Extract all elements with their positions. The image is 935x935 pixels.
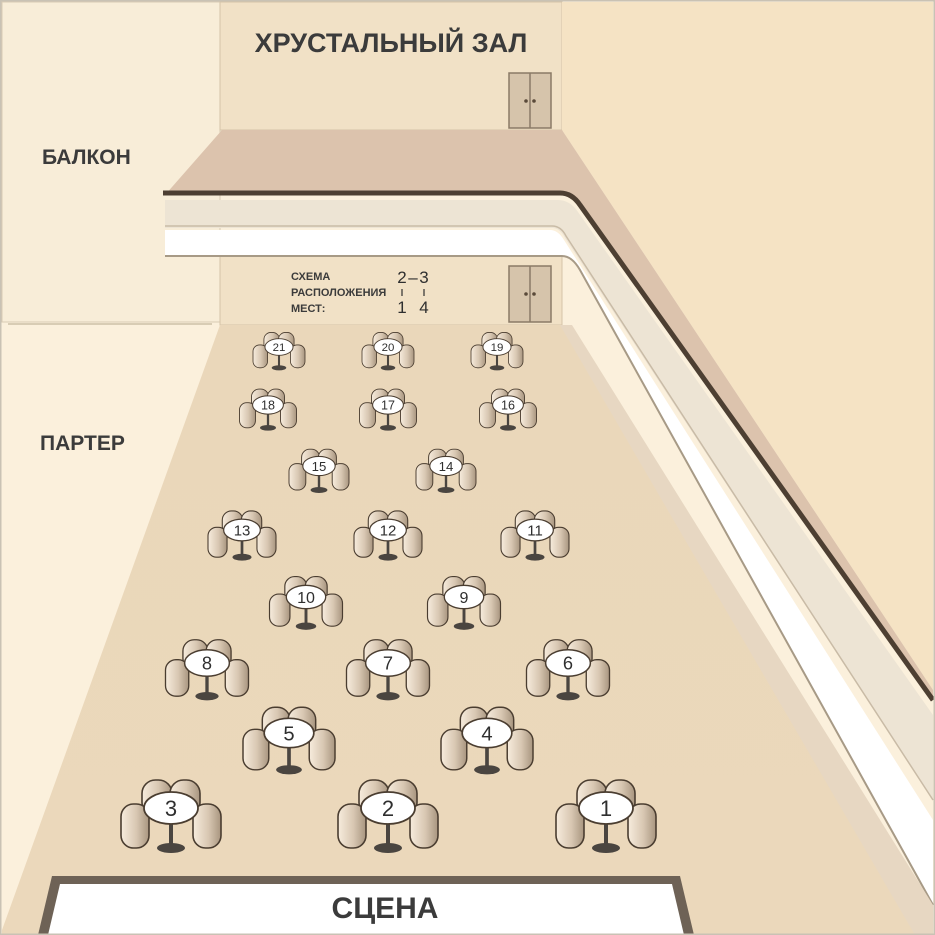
legend-seat-1: 1	[397, 298, 406, 317]
stage: СЦЕНА	[38, 876, 694, 935]
table-set-1[interactable]: 1	[555, 779, 657, 853]
table-number: 1	[600, 796, 612, 821]
left-upper-wall	[1, 1, 221, 323]
table-set-20[interactable]: 20	[361, 332, 415, 371]
table-set-17[interactable]: 17	[359, 388, 417, 431]
table-number: 3	[165, 796, 177, 821]
table-set-8[interactable]: 8	[164, 639, 250, 701]
table-set-18[interactable]: 18	[239, 388, 297, 431]
back-wall-lower	[219, 254, 563, 326]
table-set-15[interactable]: 15	[288, 448, 350, 493]
table-set-9[interactable]: 9	[426, 575, 502, 630]
table-number: 8	[202, 653, 212, 674]
table-set-10[interactable]: 10	[268, 575, 344, 630]
table-set-21[interactable]: 21	[252, 332, 306, 371]
table-set-3[interactable]: 3	[120, 779, 222, 853]
table-number: 19	[491, 342, 504, 354]
table-set-6[interactable]: 6	[525, 639, 611, 701]
right-floor-edge	[560, 325, 933, 935]
right-wall	[562, 2, 933, 690]
balcony-face-edge	[165, 225, 934, 801]
legend-line-1: СХЕМА	[291, 271, 330, 283]
balcony-railing	[163, 190, 935, 702]
table-number: 16	[501, 399, 515, 413]
table-number: 2	[382, 796, 394, 821]
table-number: 4	[481, 723, 492, 745]
hall-title: ХРУСТАЛЬНЫЙ ЗАЛ	[255, 27, 528, 58]
table-set-11[interactable]: 11	[500, 510, 570, 561]
balcony-deck	[165, 130, 933, 700]
seat-layout-legend: СХЕМА РАСПОЛОЖЕНИЯ МЕСТ: 2 – 3 1 4	[291, 268, 429, 317]
stage-label: СЦЕНА	[332, 892, 439, 925]
table-set-7[interactable]: 7	[345, 639, 431, 701]
table-number: 21	[273, 342, 286, 354]
table-set-19[interactable]: 19	[470, 332, 524, 371]
legend-line-3: МЕСТ:	[291, 303, 325, 315]
table-number: 14	[439, 459, 454, 474]
parterre-floor	[2, 325, 930, 935]
legend-line-2: РАСПОЛОЖЕНИЯ	[291, 287, 386, 299]
table-number: 12	[380, 522, 397, 539]
legend-seat-4: 4	[419, 298, 428, 317]
table-set-2[interactable]: 2	[337, 779, 439, 853]
table-set-16[interactable]: 16	[479, 388, 537, 431]
table-set-13[interactable]: 13	[207, 510, 277, 561]
table-set-12[interactable]: 12	[353, 510, 423, 561]
balcony-label: БАЛКОН	[42, 146, 131, 169]
double-door-icon[interactable]	[508, 72, 552, 129]
table-number: 11	[527, 522, 543, 539]
double-door-icon[interactable]	[508, 265, 552, 323]
table-number: 7	[383, 653, 393, 674]
table-set-5[interactable]: 5	[242, 706, 336, 775]
balcony-face	[165, 200, 933, 800]
table-number: 9	[460, 589, 469, 607]
balcony-underside-edge	[165, 255, 934, 906]
table-number: 13	[234, 522, 251, 539]
table-number: 17	[381, 399, 395, 413]
legend-seat-2: 2	[397, 268, 406, 287]
table-set-4[interactable]: 4	[440, 706, 534, 775]
table-number: 6	[563, 653, 573, 674]
table-set-14[interactable]: 14	[415, 448, 477, 493]
parterre-label: ПАРТЕР	[40, 432, 125, 455]
table-number: 18	[261, 399, 275, 413]
legend-dash: –	[408, 268, 418, 287]
table-number: 5	[283, 723, 294, 745]
table-number: 15	[312, 459, 327, 474]
legend-seat-3: 3	[419, 268, 428, 287]
table-number: 20	[382, 342, 395, 354]
table-number: 10	[297, 589, 315, 607]
